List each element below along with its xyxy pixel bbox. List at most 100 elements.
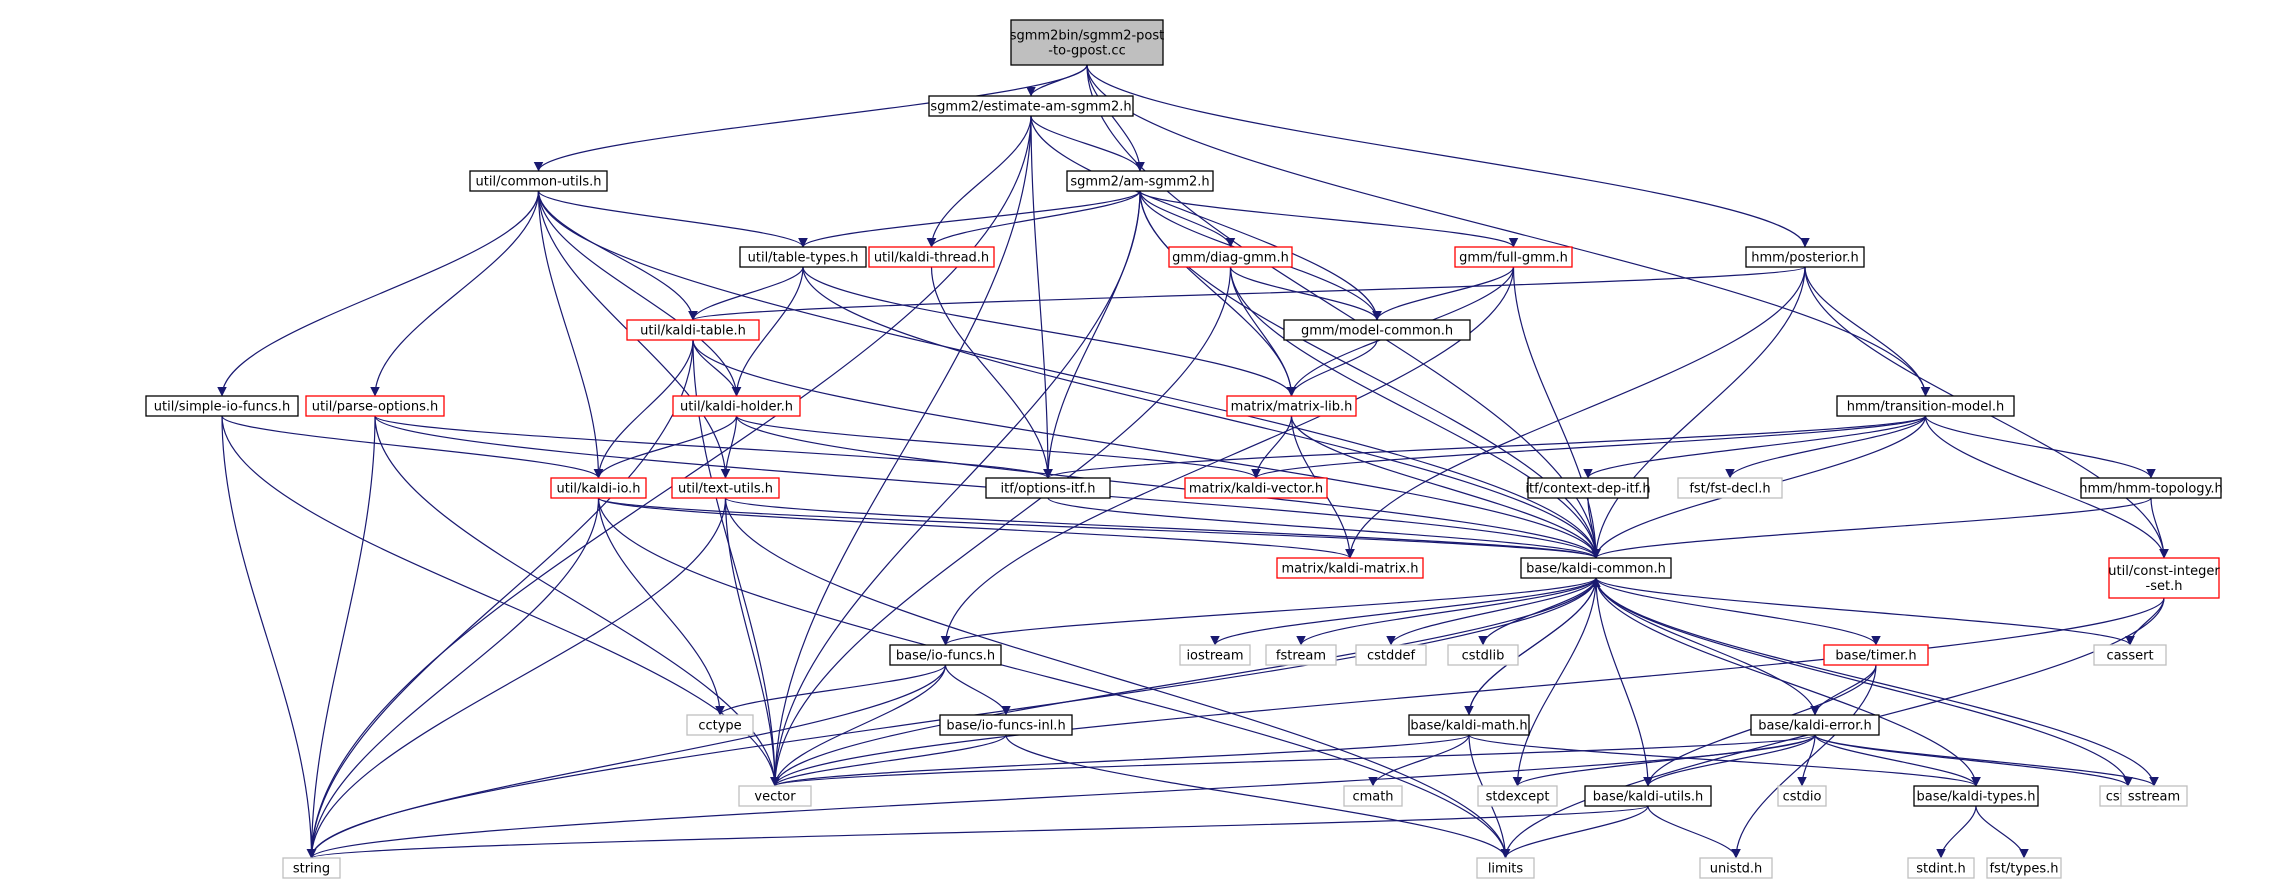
node-limits: limits <box>1476 857 1535 879</box>
node-box <box>1750 714 1880 736</box>
node-modelcommon[interactable]: gmm/model-common.h <box>1283 319 1471 341</box>
node-kaldiio[interactable]: util/kaldi-io.h <box>550 477 647 499</box>
edge-root-to-commonutils <box>533 64 1088 172</box>
edge-commonutils-to-kaldiio <box>537 190 604 479</box>
edge-kaldierror-to-cstring <box>1814 734 2133 787</box>
node-iofuncs[interactable]: base/io-funcs.h <box>889 644 1002 666</box>
edge-iofuncs-to-vector <box>770 664 947 787</box>
node-label: cstdlib <box>1462 649 1505 664</box>
node-constint[interactable]: util/const-integer-set.h <box>2108 557 2220 599</box>
edge-kalditable-to-string <box>306 339 694 859</box>
edge-estimate-to-vector <box>770 115 1032 787</box>
node-label: cmath <box>1352 790 1393 805</box>
node-box <box>738 785 812 807</box>
node-hmmtopo[interactable]: hmm/hmm-topology.h <box>2079 477 2223 499</box>
node-label: util/common-utils.h <box>476 175 602 190</box>
node-kaldivector[interactable]: matrix/kaldi-vector.h <box>1184 477 1328 499</box>
node-label: cstddef <box>1367 649 1416 664</box>
node-transmodel[interactable]: hmm/transition-model.h <box>1836 395 2015 417</box>
node-cctype: cctype <box>686 714 754 736</box>
edge-iofuncsinl-to-vector <box>770 734 1007 787</box>
node-box <box>1226 395 1357 417</box>
edge-kaldicommon-to-cassert <box>1595 577 2135 646</box>
node-matrixlib[interactable]: matrix/matrix-lib.h <box>1226 395 1357 417</box>
node-box <box>626 319 760 341</box>
node-estimate[interactable]: sgmm2/estimate-am-sgmm2.h <box>928 95 1134 117</box>
node-kaldithread[interactable]: util/kaldi-thread.h <box>868 246 995 268</box>
edge-simpleio-to-string <box>221 415 317 859</box>
edge-constint-to-vector <box>770 597 2165 787</box>
node-kaldiholder[interactable]: util/kaldi-holder.h <box>672 395 801 417</box>
edge-estimate-to-optionsitf <box>1030 115 1053 479</box>
node-diaggmm[interactable]: gmm/diag-gmm.h <box>1168 246 1293 268</box>
node-root[interactable]: sgmm2bin/sgmm2-post-to-gpost.cc <box>1010 19 1165 66</box>
edge-amsgmm2-to-fullgmm <box>1139 190 1519 248</box>
node-label: matrix/kaldi-matrix.h <box>1282 562 1419 577</box>
node-label: itf/options-itf.h <box>1001 482 1096 497</box>
edge-commonutils-to-simpleio <box>217 190 540 397</box>
node-box <box>1355 644 1427 666</box>
edge-fullgmm-to-iofuncs <box>940 266 1515 646</box>
node-label: vector <box>754 790 796 805</box>
node-fullgmm[interactable]: gmm/full-gmm.h <box>1454 246 1573 268</box>
node-simpleio[interactable]: util/simple-io-funcs.h <box>145 395 299 417</box>
edge-kaldierror-to-kaldiutils <box>1643 734 1816 787</box>
node-label: cassert <box>2106 649 2153 664</box>
edge-kaldimath-to-kalditypes <box>1468 734 1981 787</box>
edge-kaldimath-to-vector <box>770 734 1470 787</box>
node-box <box>889 644 1002 666</box>
node-textutils[interactable]: util/text-utils.h <box>671 477 780 499</box>
edge-estimate-to-string <box>306 115 1032 859</box>
node-tabletypes[interactable]: util/table-types.h <box>739 246 867 268</box>
node-posterior[interactable]: hmm/posterior.h <box>1745 246 1865 268</box>
node-label: matrix/kaldi-vector.h <box>1189 482 1323 497</box>
node-sstream: sstream <box>2120 785 2188 807</box>
node-contextdep[interactable]: itf/context-dep-itf.h <box>1525 477 1651 499</box>
node-kalditypes[interactable]: base/kaldi-types.h <box>1913 785 2039 807</box>
node-box <box>1527 477 1649 499</box>
node-kaldicommon[interactable]: base/kaldi-common.h <box>1520 557 1672 579</box>
node-box <box>1168 246 1293 268</box>
node-box <box>469 170 608 192</box>
edge-kaldiio-to-string <box>306 497 600 859</box>
node-iofuncsinl[interactable]: base/io-funcs-inl.h <box>939 714 1073 736</box>
node-label: util/simple-io-funcs.h <box>154 400 290 415</box>
node-box <box>1777 785 1827 807</box>
node-amsgmm2[interactable]: sgmm2/am-sgmm2.h <box>1066 170 1214 192</box>
node-optionsitf[interactable]: itf/options-itf.h <box>985 477 1111 499</box>
node-kaldiutils[interactable]: base/kaldi-utils.h <box>1584 785 1712 807</box>
edge-timer-to-unistd <box>1731 664 1877 859</box>
node-kaldimath[interactable]: base/kaldi-math.h <box>1408 714 1530 736</box>
edge-kaldicommon-to-cstddef <box>1386 577 1597 646</box>
node-kaldimatrix[interactable]: matrix/kaldi-matrix.h <box>1276 557 1424 579</box>
node-box <box>1179 644 1251 666</box>
edge-kaldiholder-to-textutils <box>720 415 738 479</box>
node-box <box>1476 857 1535 879</box>
node-box <box>739 246 867 268</box>
node-label: fst/fst-decl.h <box>1689 482 1770 497</box>
node-label: base/io-funcs-inl.h <box>946 719 1065 734</box>
node-kaldierror[interactable]: base/kaldi-error.h <box>1750 714 1880 736</box>
node-box <box>1836 395 2015 417</box>
edge-kaldierror-to-cstdio <box>1797 734 1816 787</box>
edge-kaldicommon-to-vector <box>770 577 1597 787</box>
edge-tabletypes-to-kalditable <box>688 266 804 321</box>
edge-kaldiholder-to-kaldicommon <box>735 415 1601 559</box>
node-parseoptions[interactable]: util/parse-options.h <box>305 395 445 417</box>
node-kalditable[interactable]: util/kaldi-table.h <box>626 319 760 341</box>
edge-kaldicommon-to-stdexcept <box>1512 577 1597 787</box>
node-label: util/kaldi-thread.h <box>874 251 989 266</box>
node-commonutils[interactable]: util/common-utils.h <box>469 170 608 192</box>
node-box <box>1823 644 1929 666</box>
node-label: base/kaldi-utils.h <box>1593 790 1704 805</box>
node-box <box>1584 785 1712 807</box>
edge-diaggmm-to-modelcommon <box>1229 266 1382 321</box>
edge-root-to-amsgmm2 <box>1086 64 1145 172</box>
node-timer[interactable]: base/timer.h <box>1823 644 1929 666</box>
node-box <box>671 477 780 499</box>
node-box <box>1276 557 1424 579</box>
edge-commonutils-to-parseoptions <box>370 190 540 397</box>
edge-iofuncs-to-iofuncsinl <box>944 664 1011 716</box>
node-box <box>985 477 1111 499</box>
